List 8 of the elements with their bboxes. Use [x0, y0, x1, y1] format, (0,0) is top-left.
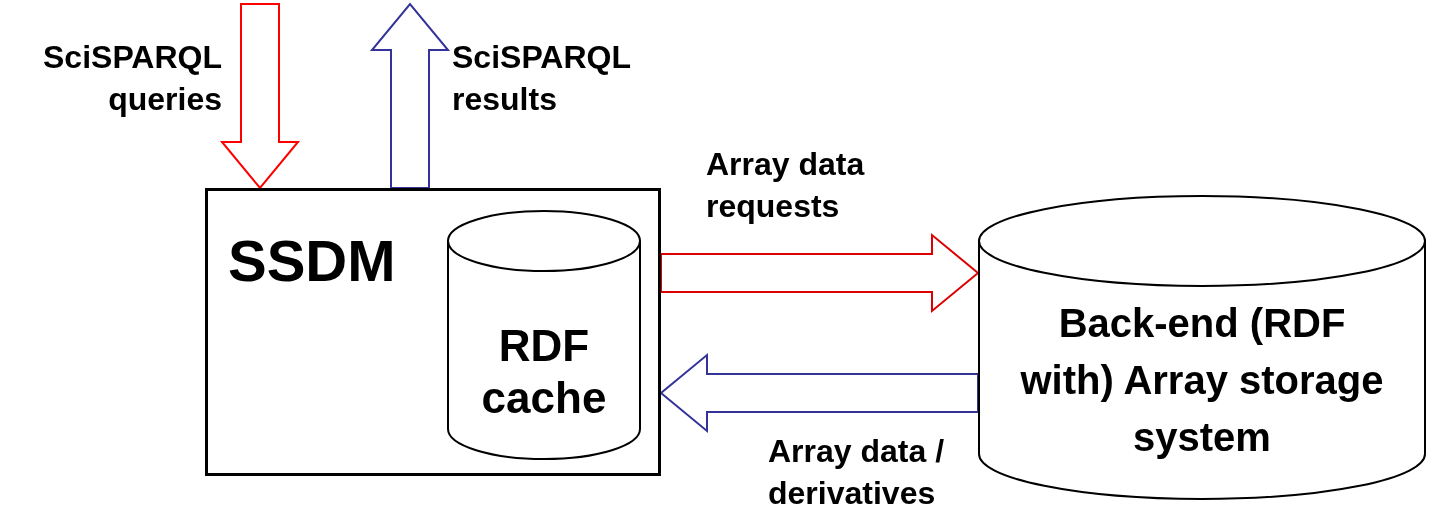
box-title: SSDM: [228, 227, 396, 295]
block-arrow: [369, 2, 451, 189]
system-box: [205, 188, 661, 476]
cylinder-label: Back-end (RDF with) Array storage system: [1019, 300, 1385, 461]
block-arrow: [660, 232, 980, 314]
block-arrow: [219, 3, 301, 190]
block-arrow: [659, 352, 979, 434]
cylinder-label: RDF cache: [480, 320, 608, 424]
